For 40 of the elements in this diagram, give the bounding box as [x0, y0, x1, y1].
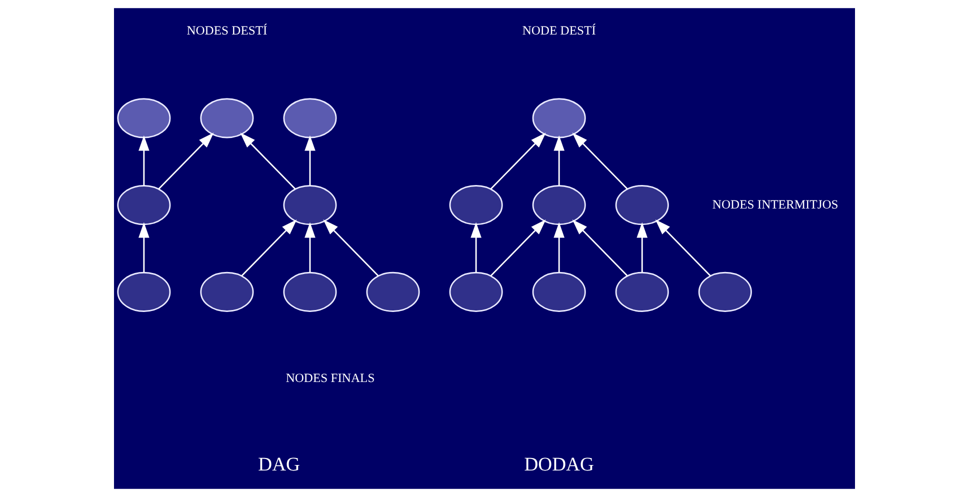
arrow	[490, 220, 546, 276]
node-ellipse	[282, 98, 336, 138]
node-ellipse	[200, 272, 254, 312]
arrow	[572, 132, 628, 190]
arrow	[572, 220, 628, 276]
label: DODAG	[524, 454, 594, 476]
arrow	[553, 222, 564, 273]
arrow	[240, 132, 296, 190]
node-ellipse	[614, 272, 668, 312]
node-ellipse	[532, 185, 586, 226]
node-ellipse	[532, 98, 586, 138]
arrow	[490, 132, 546, 190]
arrow	[304, 135, 315, 186]
label: DAG	[258, 454, 300, 476]
node-ellipse	[448, 185, 502, 226]
node-ellipse	[200, 98, 254, 138]
node-ellipse	[532, 272, 586, 312]
arrow	[138, 135, 149, 186]
node-ellipse	[282, 272, 336, 312]
node-ellipse	[698, 272, 752, 312]
label: NODES FINALS	[285, 371, 374, 386]
node-ellipse	[116, 185, 170, 226]
arrow	[158, 132, 214, 190]
arrow	[636, 222, 648, 273]
arrow	[240, 220, 296, 276]
node-ellipse	[614, 185, 668, 226]
node-ellipse	[116, 272, 170, 312]
node-ellipse	[282, 185, 336, 226]
arrow	[304, 222, 315, 273]
node-ellipse	[116, 98, 170, 138]
label: NODES DESTÍ	[186, 24, 267, 38]
arrow	[322, 220, 378, 276]
arrow	[138, 222, 149, 273]
arrow	[654, 220, 710, 276]
node-ellipse	[366, 272, 420, 312]
label: NODES INTERMITJOS	[712, 197, 838, 212]
arrow	[470, 222, 481, 273]
arrow	[553, 135, 564, 186]
node-ellipse	[448, 272, 502, 312]
label: NODE DESTÍ	[522, 24, 596, 38]
